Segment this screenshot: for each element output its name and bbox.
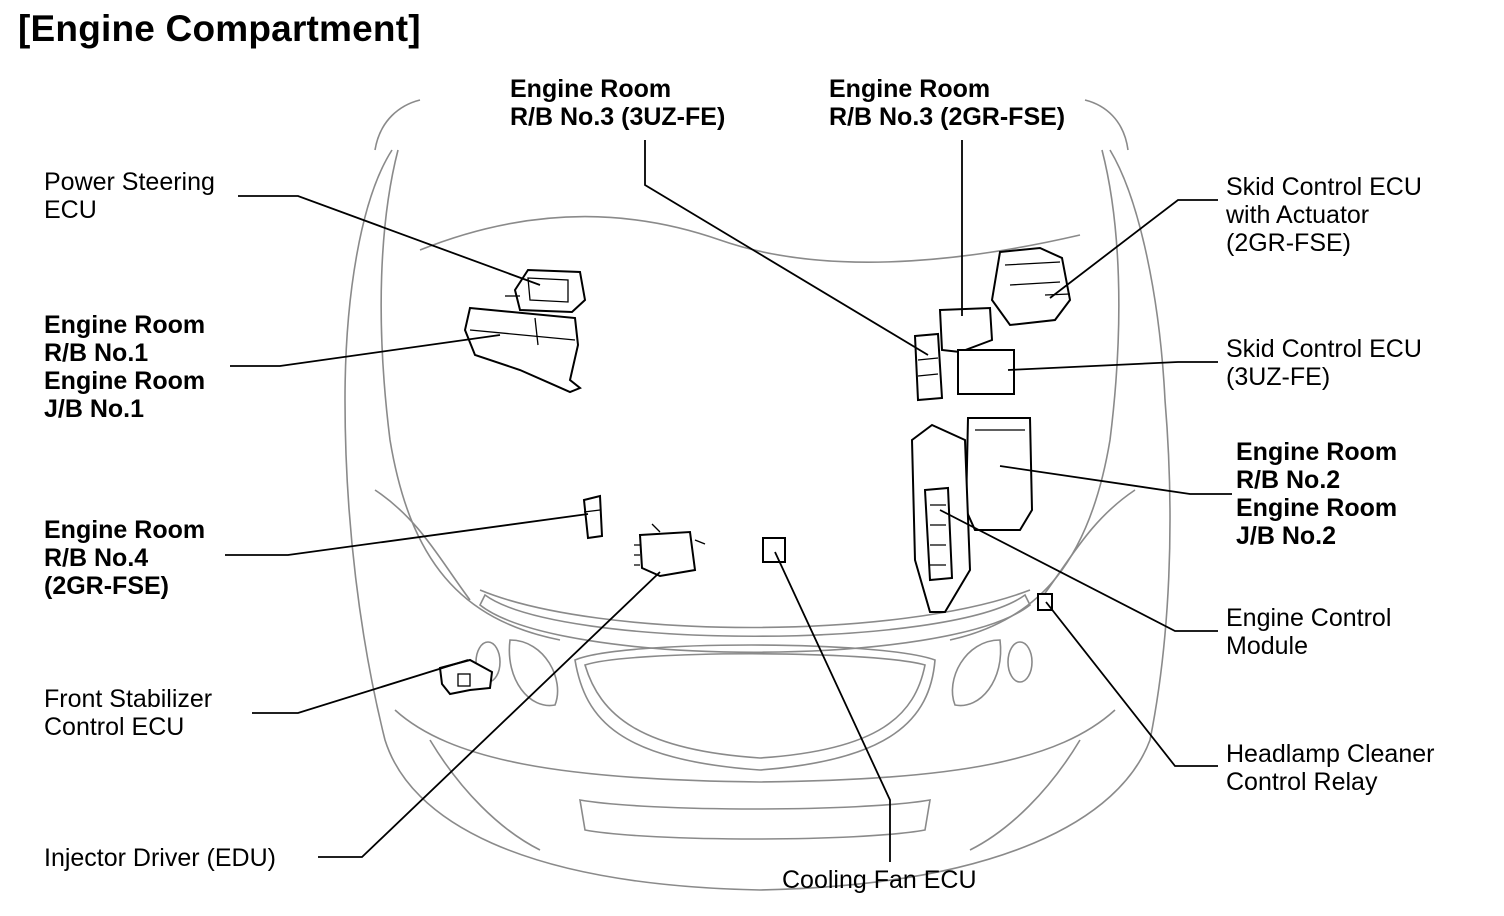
skid-control-3uz-part	[957, 349, 1015, 395]
leader-er-rb3-3uz	[644, 140, 929, 356]
label-skid-control-actuator: Skid Control ECU with Actuator (2GR-FSE)	[1226, 173, 1422, 257]
label-headlamp-cleaner-relay: Headlamp Cleaner Control Relay	[1226, 740, 1435, 796]
label-engine-room-rb2-jb2: Engine Room R/B No.2 Engine Room J/B No.…	[1236, 438, 1398, 550]
label-engine-room-rb3-2gr: Engine Room R/B No.3 (2GR-FSE)	[829, 75, 1066, 131]
label-engine-control-module: Engine Control Module	[1226, 604, 1392, 660]
leader-ecm	[939, 509, 1218, 632]
diagram-title: [Engine Compartment]	[18, 8, 421, 49]
leader-front-stabilizer	[252, 659, 469, 714]
leader-skid-actuator	[1049, 199, 1218, 299]
label-engine-room-rb3-3uz: Engine Room R/B No.3 (3UZ-FE)	[510, 75, 726, 131]
label-engine-room-rb1-jb1: Engine Room R/B No.1 Engine Room J/B No.…	[44, 311, 206, 423]
label-power-steering-ecu: Power Steering ECU	[44, 168, 215, 224]
skid-control-actuator-part	[990, 246, 1072, 327]
leader-headlamp-cleaner	[1045, 601, 1218, 767]
er-rb4-part	[582, 494, 604, 540]
label-cooling-fan-ecu: Cooling Fan ECU	[782, 866, 977, 894]
leader-injector-driver	[318, 571, 661, 858]
er-rb3-part	[913, 306, 994, 402]
leader-er-rb1	[230, 334, 501, 367]
power-steering-ecu-part	[505, 268, 587, 314]
label-injector-driver: Injector Driver (EDU)	[44, 844, 276, 872]
leader-lines	[225, 140, 1232, 862]
er-rb1-jb1-part	[463, 306, 582, 394]
leader-cooling-fan	[774, 551, 891, 862]
car-outline	[344, 99, 1171, 891]
cooling-fan-ecu-part	[762, 537, 786, 563]
leader-power-steering	[238, 195, 541, 286]
leader-skid-3uz	[1007, 361, 1218, 371]
label-engine-room-rb4: Engine Room R/B No.4 (2GR-FSE)	[44, 516, 206, 600]
injector-driver-part	[634, 523, 706, 578]
leader-er-rb2	[999, 465, 1232, 495]
leader-er-rb4	[225, 513, 589, 556]
er-rb2-jb2-part	[964, 417, 1034, 531]
label-front-stabilizer-ecu: Front Stabilizer Control ECU	[44, 685, 213, 741]
ecm-part	[910, 423, 972, 613]
label-skid-control-3uz: Skid Control ECU (3UZ-FE)	[1226, 335, 1422, 391]
front-stabilizer-part	[438, 658, 494, 696]
